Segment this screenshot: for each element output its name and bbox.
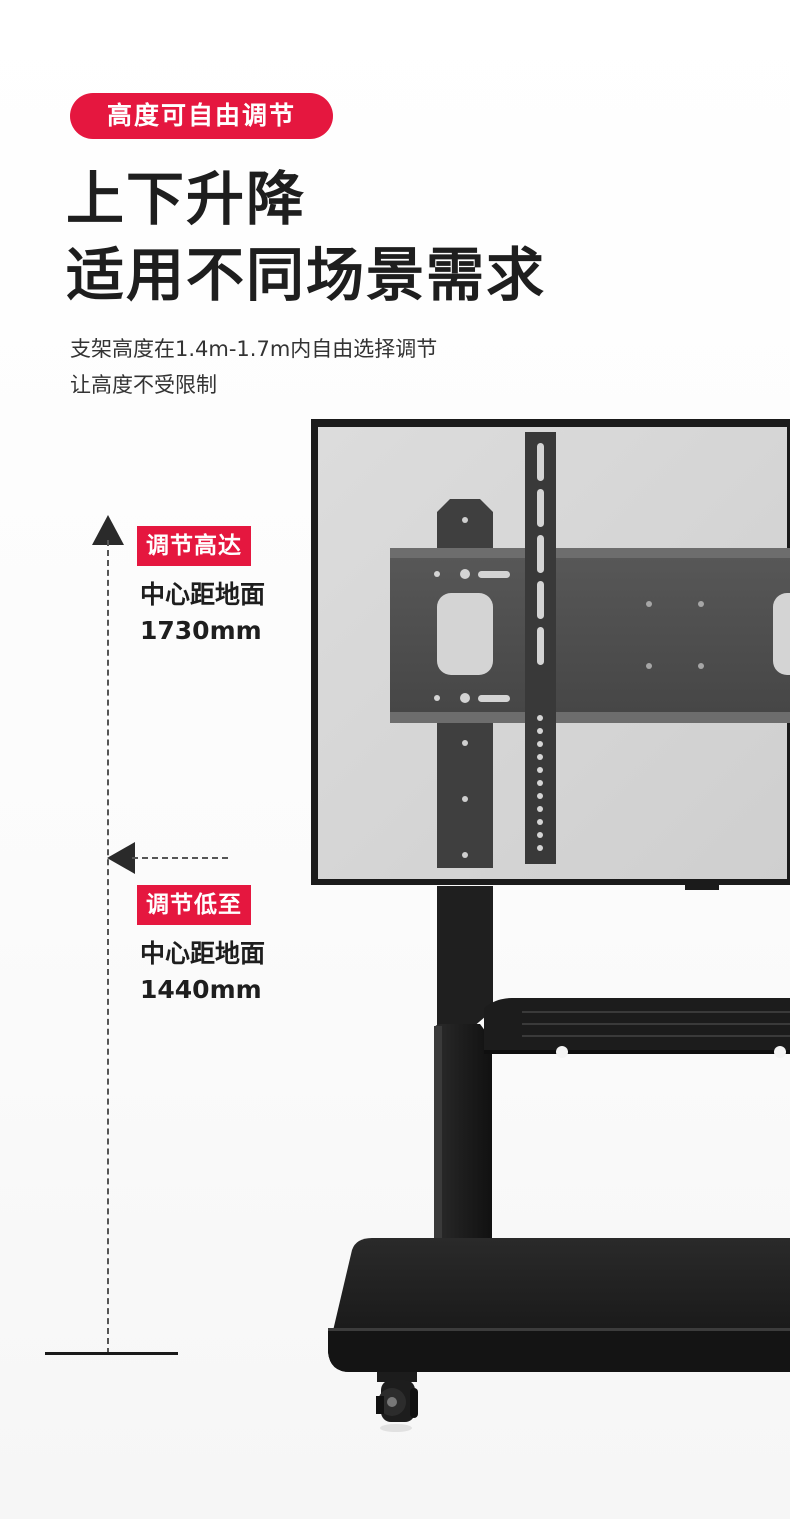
caster-wheel bbox=[376, 1372, 418, 1432]
mount-bracket bbox=[390, 432, 790, 868]
min-height-value: 1440mm bbox=[140, 975, 262, 1004]
min-height-caption: 中心距地面 bbox=[140, 939, 266, 968]
height-guide-line bbox=[107, 540, 109, 1354]
arrow-left-icon bbox=[107, 842, 135, 874]
max-height-label: 调节高达 bbox=[137, 526, 251, 566]
headline-line-2: 适用不同场景需求 bbox=[66, 241, 547, 309]
equipment-shelf bbox=[484, 998, 790, 1058]
feature-badge: 高度可自由调节 bbox=[70, 93, 333, 139]
min-height-guide-line bbox=[132, 857, 228, 859]
max-height-caption: 中心距地面 bbox=[140, 580, 266, 609]
description-line-1: 支架高度在1.4m-1.7m内自由选择调节 bbox=[70, 337, 438, 361]
headline-line-1: 上下升降 bbox=[66, 165, 307, 233]
ground-line bbox=[45, 1352, 178, 1355]
description-line-2: 让高度不受限制 bbox=[70, 373, 217, 397]
max-height-value: 1730mm bbox=[140, 616, 262, 645]
min-height-label: 调节低至 bbox=[137, 885, 251, 925]
floor-base bbox=[328, 1238, 790, 1372]
